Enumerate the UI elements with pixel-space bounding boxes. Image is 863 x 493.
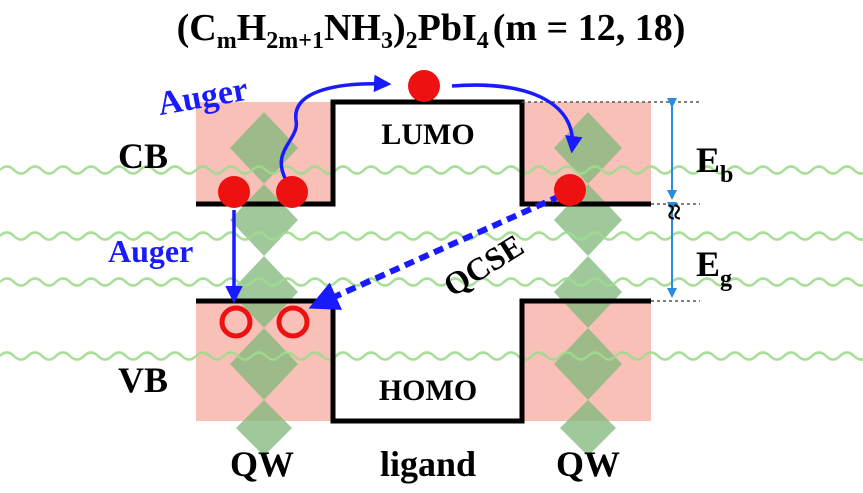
auger-up-arrow	[279, 74, 392, 181]
transfer-arrow	[451, 83, 583, 154]
eg-label: Eg	[696, 244, 732, 292]
ligand-wave-2	[0, 231, 863, 241]
electron-lumo	[408, 70, 440, 102]
electron-cb-right	[554, 174, 586, 206]
ligand-wave-4	[0, 351, 863, 361]
lumo-label: LUMO	[381, 118, 474, 151]
qw-right-label: QW	[556, 444, 620, 484]
axis-break-mark: ≈	[657, 204, 690, 220]
ligand-label: ligand	[380, 444, 476, 484]
electron-cb-left-1	[218, 176, 250, 208]
electron-cb-left-2	[276, 176, 308, 208]
qw-left-label: QW	[230, 444, 294, 484]
qcse-label: QCSE	[437, 227, 530, 304]
cb-label: CB	[118, 136, 168, 176]
homo-label: HOMO	[379, 374, 477, 407]
hole-vb-1	[219, 305, 253, 339]
hole-vb-2	[276, 305, 310, 339]
qcse-arrow	[308, 193, 562, 310]
formula-title: (CmH2m+1NH3)2PbI4(m = 12, 18)	[177, 7, 686, 54]
ligand-waves	[0, 165, 863, 361]
auger-left-label: Auger	[108, 233, 193, 269]
ligand-wave-1	[0, 165, 863, 175]
eb-label: Eb	[696, 140, 733, 188]
vb-label: VB	[118, 360, 168, 400]
ligand-wave-3	[0, 277, 863, 287]
